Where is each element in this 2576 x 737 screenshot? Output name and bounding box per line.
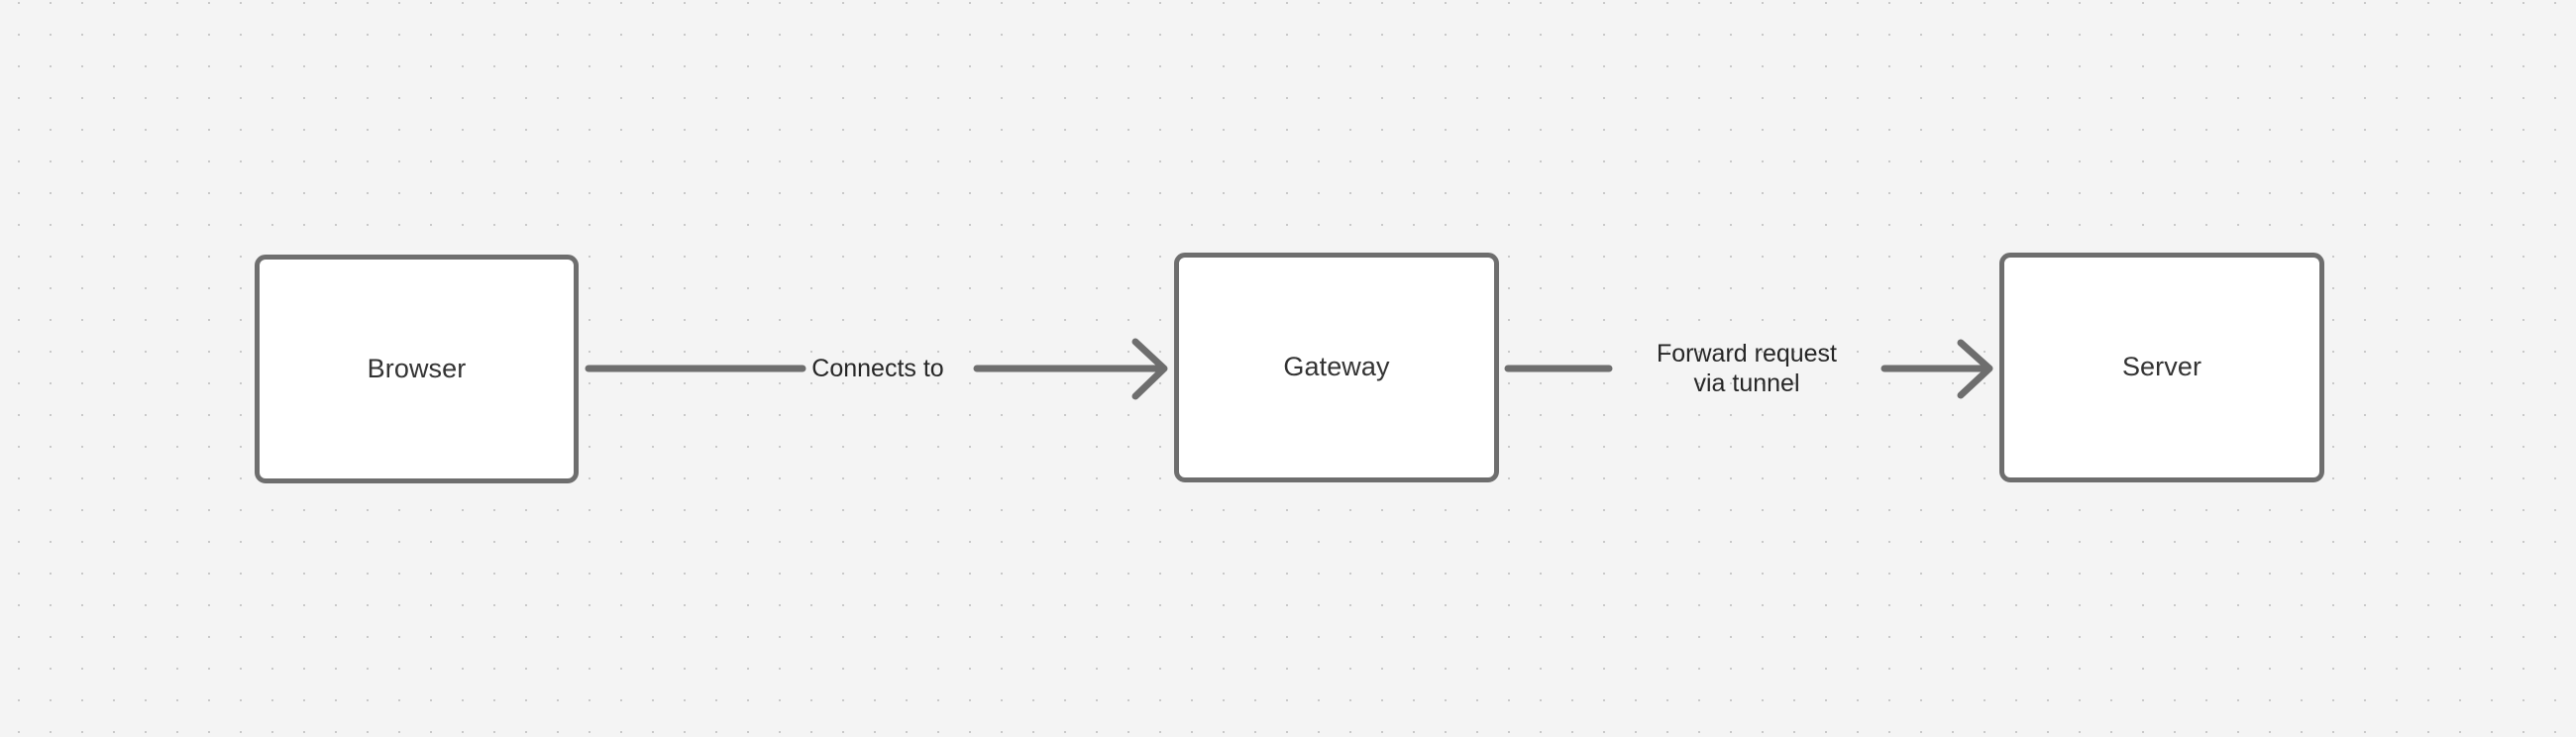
node-gateway-label: Gateway: [1283, 352, 1390, 382]
node-server-label: Server: [2121, 352, 2202, 382]
arrowhead-icon-gateway-to-server: [1957, 339, 1993, 399]
node-server[interactable]: Server: [1999, 253, 2324, 482]
edge-label-browser-to-gateway[interactable]: Connects to: [811, 355, 944, 382]
node-gateway[interactable]: Gateway: [1174, 253, 1499, 482]
node-browser-label: Browser: [367, 353, 467, 383]
node-browser[interactable]: Browser: [255, 255, 579, 483]
edge-label-gateway-to-server[interactable]: Forward request via tunnel: [1656, 340, 1838, 397]
arrowhead-icon-browser-to-gateway: [1131, 338, 1168, 400]
